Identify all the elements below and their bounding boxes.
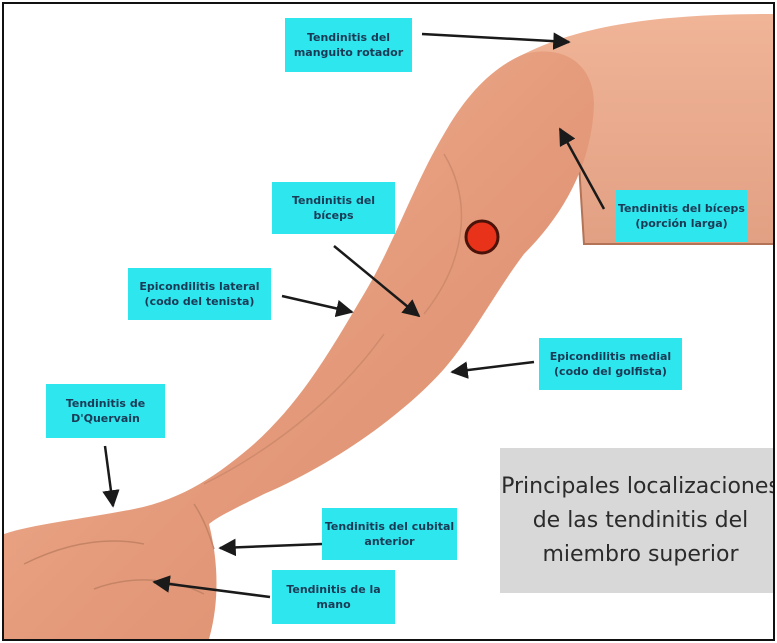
- label-epicondilitis-lateral: Epicondilitis lateral (codo del tenista): [128, 268, 271, 320]
- label-epicondilitis-medial-line1: Epicondilitis medial: [550, 349, 671, 364]
- label-biceps-larga: Tendinitis del bíceps (porción larga): [616, 190, 747, 242]
- label-biceps: Tendinitis del bíceps: [272, 182, 395, 234]
- label-epicondilitis-medial-line2: (codo del golfista): [554, 364, 667, 379]
- label-cubital-line1: Tendinitis del cubital: [325, 519, 454, 534]
- label-biceps-larga-line2: (porción larga): [635, 216, 727, 231]
- label-epicondilitis-lateral-line2: (codo del tenista): [145, 294, 255, 309]
- marker-dot: [466, 221, 498, 253]
- label-mano: Tendinitis de la mano: [272, 570, 395, 624]
- label-mano-line1: Tendinitis de la: [286, 582, 380, 597]
- label-quervain: Tendinitis de D'Quervain: [46, 384, 165, 438]
- diagram-title: Principales localizaciones de las tendin…: [500, 448, 775, 593]
- label-quervain-line1: Tendinitis de: [66, 396, 145, 411]
- arrow-cubital: [220, 544, 322, 548]
- arrow-epicondilitis-lateral: [282, 296, 352, 312]
- title-line1: Principales localizaciones: [501, 470, 775, 504]
- label-mano-line2: mano: [316, 597, 350, 612]
- arrow-epicondilitis-medial: [452, 362, 534, 372]
- title-line3: miembro superior: [542, 538, 738, 572]
- label-cubital-line2: anterior: [364, 534, 414, 549]
- label-manguito-line2: manguito rotador: [294, 45, 403, 60]
- label-manguito-rotador: Tendinitis del manguito rotador: [285, 18, 412, 72]
- label-epicondilitis-lateral-line1: Epicondilitis lateral: [139, 279, 259, 294]
- label-manguito-line1: Tendinitis del: [307, 30, 390, 45]
- label-biceps-larga-line1: Tendinitis del bíceps: [618, 201, 745, 216]
- label-cubital-anterior: Tendinitis del cubital anterior: [322, 508, 457, 560]
- label-epicondilitis-medial: Epicondilitis medial (codo del golfista): [539, 338, 682, 390]
- label-biceps-line1: Tendinitis del: [292, 193, 375, 208]
- arrow-quervain: [105, 446, 113, 506]
- label-biceps-line2: bíceps: [313, 208, 353, 223]
- arrow-manguito: [422, 34, 569, 42]
- label-quervain-line2: D'Quervain: [71, 411, 140, 426]
- title-line2: de las tendinitis del: [533, 504, 749, 538]
